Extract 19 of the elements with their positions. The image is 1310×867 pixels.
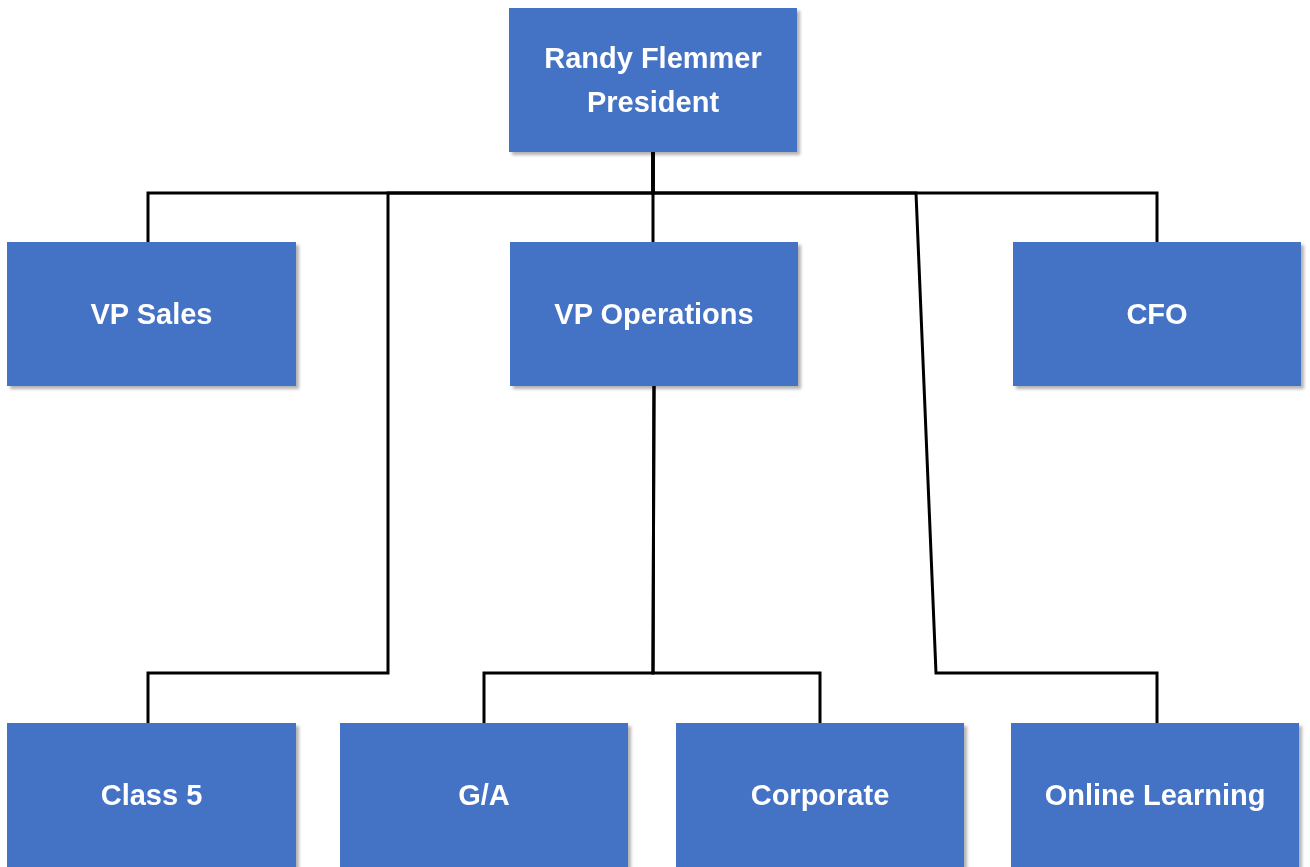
unit-label: VP Sales: [90, 297, 213, 332]
org-box: [7, 723, 296, 867]
org-box: [340, 723, 628, 867]
org-box: [676, 723, 964, 867]
unit-label: G/A: [458, 778, 510, 813]
unit-label: Online Learning: [1044, 778, 1266, 813]
org-box: [1011, 723, 1299, 867]
connector-line: [651, 152, 1159, 723]
org-box: [510, 242, 798, 386]
name-label: Randy Flemmer: [544, 41, 762, 76]
unit-label: VP Operations: [554, 297, 754, 332]
connector-line: [651, 386, 822, 723]
org-box: [509, 8, 797, 152]
title-label: President: [586, 85, 720, 120]
unit-label: Corporate: [750, 778, 890, 813]
org-box: [7, 242, 296, 386]
unit-label: CFO: [1126, 297, 1188, 332]
unit-label: Class 5: [100, 778, 203, 813]
org-box: [1013, 242, 1301, 386]
